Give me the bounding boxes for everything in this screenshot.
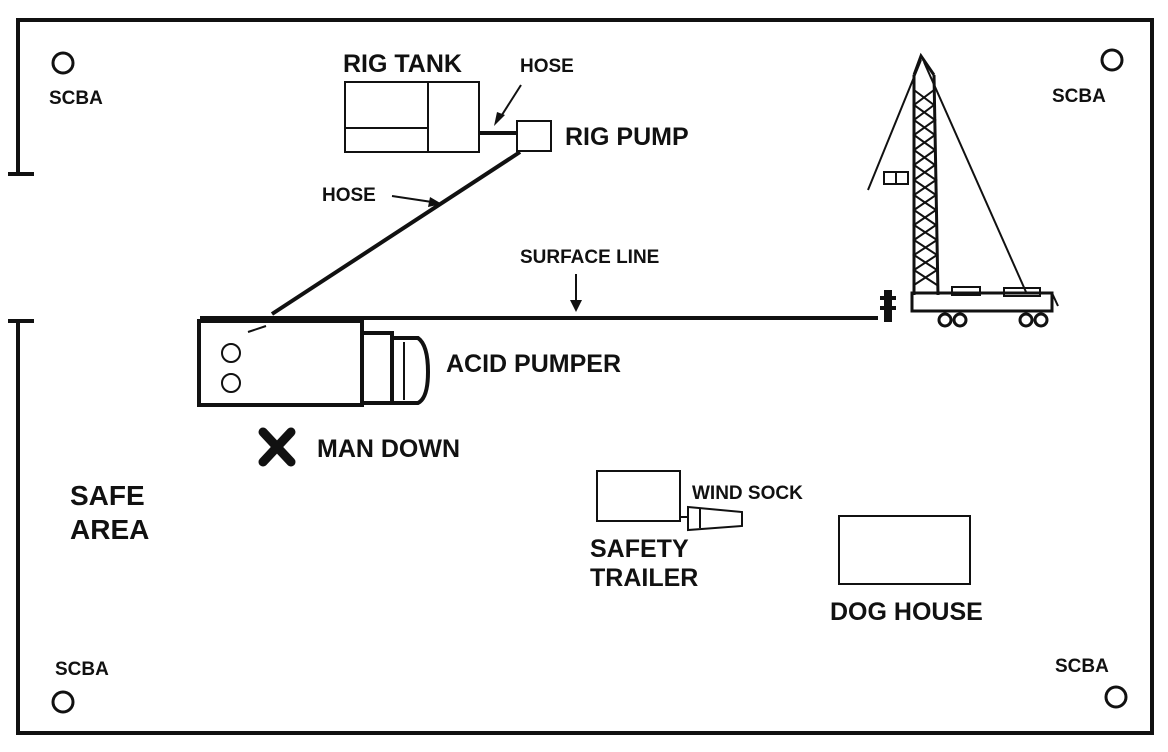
arrow-head-icon (570, 300, 582, 312)
wellhead-icon (880, 290, 896, 322)
scba-station-bottom-left: SCBA (51, 659, 109, 714)
wheel-icon (937, 312, 953, 328)
scba-circle-icon (1100, 48, 1124, 72)
scba-circle-icon (51, 51, 75, 75)
surface-line: SURFACE LINE (200, 247, 878, 320)
hose-label: HOSE (322, 185, 376, 206)
man-down-marker: MAN DOWN (258, 427, 460, 467)
rig-tank: RIG TANK (343, 50, 480, 153)
rig-pump-label: RIG PUMP (565, 123, 689, 151)
scba-station-bottom-right: SCBA (1055, 656, 1128, 709)
arrow-head-icon (494, 112, 505, 126)
tank-circle-icon (221, 343, 241, 363)
wind-sock-label: WIND SOCK (692, 483, 803, 504)
hose-pump-to-acid-pumper: HOSE (270, 150, 522, 316)
safe-area: SAFE AREA (70, 480, 149, 545)
site-boundary (8, 18, 1154, 735)
rig-tank-label: RIG TANK (343, 50, 462, 78)
scba-circle-icon (51, 690, 75, 714)
safety-trailer-label-line1: SAFETY (590, 535, 689, 563)
wind-sock-icon (680, 505, 743, 532)
scba-label: SCBA (1055, 656, 1109, 677)
drilling-rig-icon (867, 52, 1059, 328)
tank-circle-icon (221, 373, 241, 393)
x-mark-icon (258, 427, 296, 467)
dog-house: DOG HOUSE (830, 515, 983, 626)
dog-house-label: DOG HOUSE (830, 598, 983, 626)
wind-sock: WIND SOCK (680, 483, 803, 532)
scba-station-top-right: SCBA (1052, 48, 1124, 107)
scba-label: SCBA (49, 88, 103, 109)
hose-tank-to-pump: HOSE (479, 56, 574, 135)
scba-label: SCBA (55, 659, 109, 680)
wheel-icon (1018, 312, 1034, 328)
rig-pump: RIG PUMP (516, 120, 689, 152)
acid-pumper-truck: ACID PUMPER (197, 319, 621, 407)
wheel-icon (1033, 312, 1049, 328)
safety-trailer: SAFETY TRAILER (590, 470, 698, 592)
acid-pumper-label: ACID PUMPER (446, 350, 621, 378)
safe-area-label-line1: SAFE (70, 480, 145, 511)
arrow-head-icon (428, 197, 442, 207)
scba-circle-icon (1104, 685, 1128, 709)
man-down-label: MAN DOWN (317, 435, 460, 463)
wheel-icon (952, 312, 968, 328)
surface-line-label: SURFACE LINE (520, 247, 659, 268)
scba-label: SCBA (1052, 86, 1106, 107)
scba-station-top-left: SCBA (49, 51, 103, 109)
safe-area-label-line2: AREA (70, 514, 149, 545)
hose-label: HOSE (520, 56, 574, 77)
safety-trailer-label-line2: TRAILER (590, 564, 698, 592)
